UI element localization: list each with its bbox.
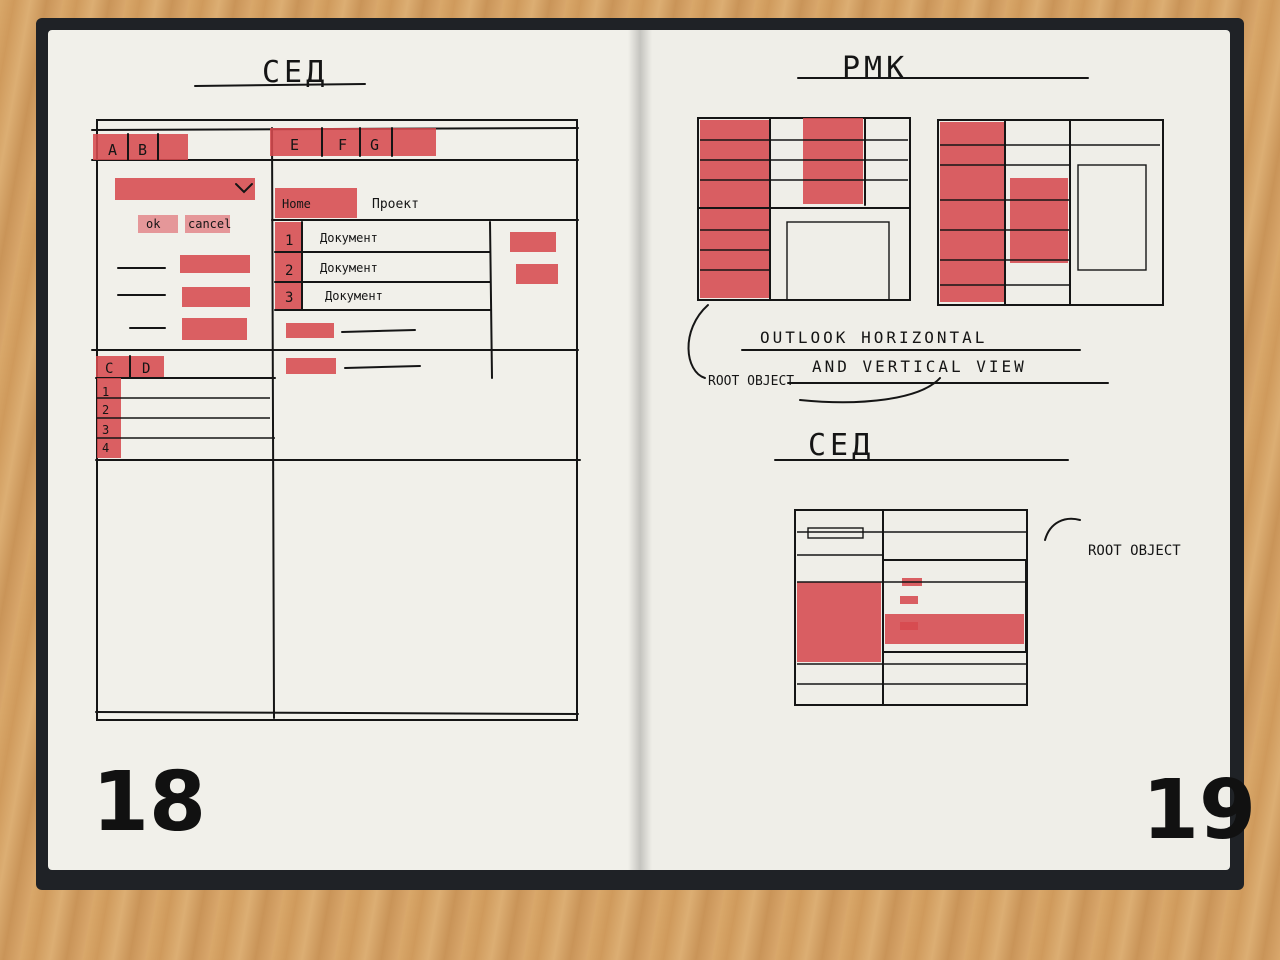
caption-line-2: AND VERTICAL VIEW — [812, 357, 1027, 376]
cancel-button-sketch — [185, 215, 230, 233]
tab-bar-top-right — [270, 128, 436, 156]
left-sketch: CEД A B E F G ok cancel — [91, 55, 581, 721]
field-sketch — [286, 358, 336, 374]
svg-text:3: 3 — [285, 290, 293, 306]
arrow-icon — [687, 304, 709, 379]
arrow-icon — [1044, 517, 1081, 541]
root-object-label-2: ROOT OBJECT — [1088, 543, 1181, 559]
notebook-spine — [628, 30, 652, 870]
side-button-sketch — [516, 264, 558, 284]
chevron-down-icon — [235, 183, 253, 194]
caption-line-1: OUTLOOK HORIZONTAL — [760, 328, 987, 347]
arrow-icon — [799, 377, 941, 404]
field-sketch — [182, 287, 250, 307]
right-sketch: PMK — [687, 51, 1181, 706]
page-number-left: 18 — [92, 755, 207, 850]
title-underline — [194, 83, 366, 87]
root-object-label-1: ROOT OBJECT — [708, 374, 794, 389]
dropdown-sketch — [115, 178, 255, 200]
pmk-title: PMK — [842, 51, 908, 86]
tab-g: G — [370, 136, 379, 154]
svg-text:1: 1 — [102, 385, 109, 399]
ok-button-sketch — [138, 215, 178, 233]
svg-text:Документ: Документ — [320, 261, 378, 275]
svg-text:Home: Home — [282, 197, 311, 211]
svg-text:C: C — [105, 361, 113, 377]
page-number-right: 19 — [1142, 763, 1257, 858]
svg-text:2: 2 — [102, 403, 109, 417]
field-sketch — [182, 318, 247, 340]
field-sketch — [180, 255, 250, 273]
doc-index-column — [275, 222, 303, 310]
tab-e: E — [290, 136, 299, 154]
tab-b: B — [138, 141, 147, 159]
tab-bar-top-left — [93, 134, 188, 160]
svg-text:3: 3 — [102, 423, 109, 437]
side-button-sketch — [510, 232, 556, 252]
toolbar-home-tab — [275, 188, 357, 218]
svg-text:2: 2 — [285, 263, 293, 279]
svg-text:Проект: Проект — [372, 197, 419, 212]
outlook-vertical-frame — [937, 119, 1164, 306]
svg-text:cancel: cancel — [188, 217, 231, 231]
tab-f: F — [338, 136, 347, 154]
svg-text:4: 4 — [102, 441, 109, 455]
tab-a: A — [108, 141, 117, 159]
svg-text:Документ: Документ — [325, 289, 383, 303]
left-page — [48, 30, 640, 870]
svg-text:D: D — [142, 361, 150, 377]
field-sketch — [286, 323, 334, 338]
svg-text:1: 1 — [285, 233, 293, 249]
ced-title-bottom: CEД — [808, 428, 874, 463]
svg-text:Документ: Документ — [320, 231, 378, 245]
svg-text:ok: ok — [146, 217, 161, 231]
